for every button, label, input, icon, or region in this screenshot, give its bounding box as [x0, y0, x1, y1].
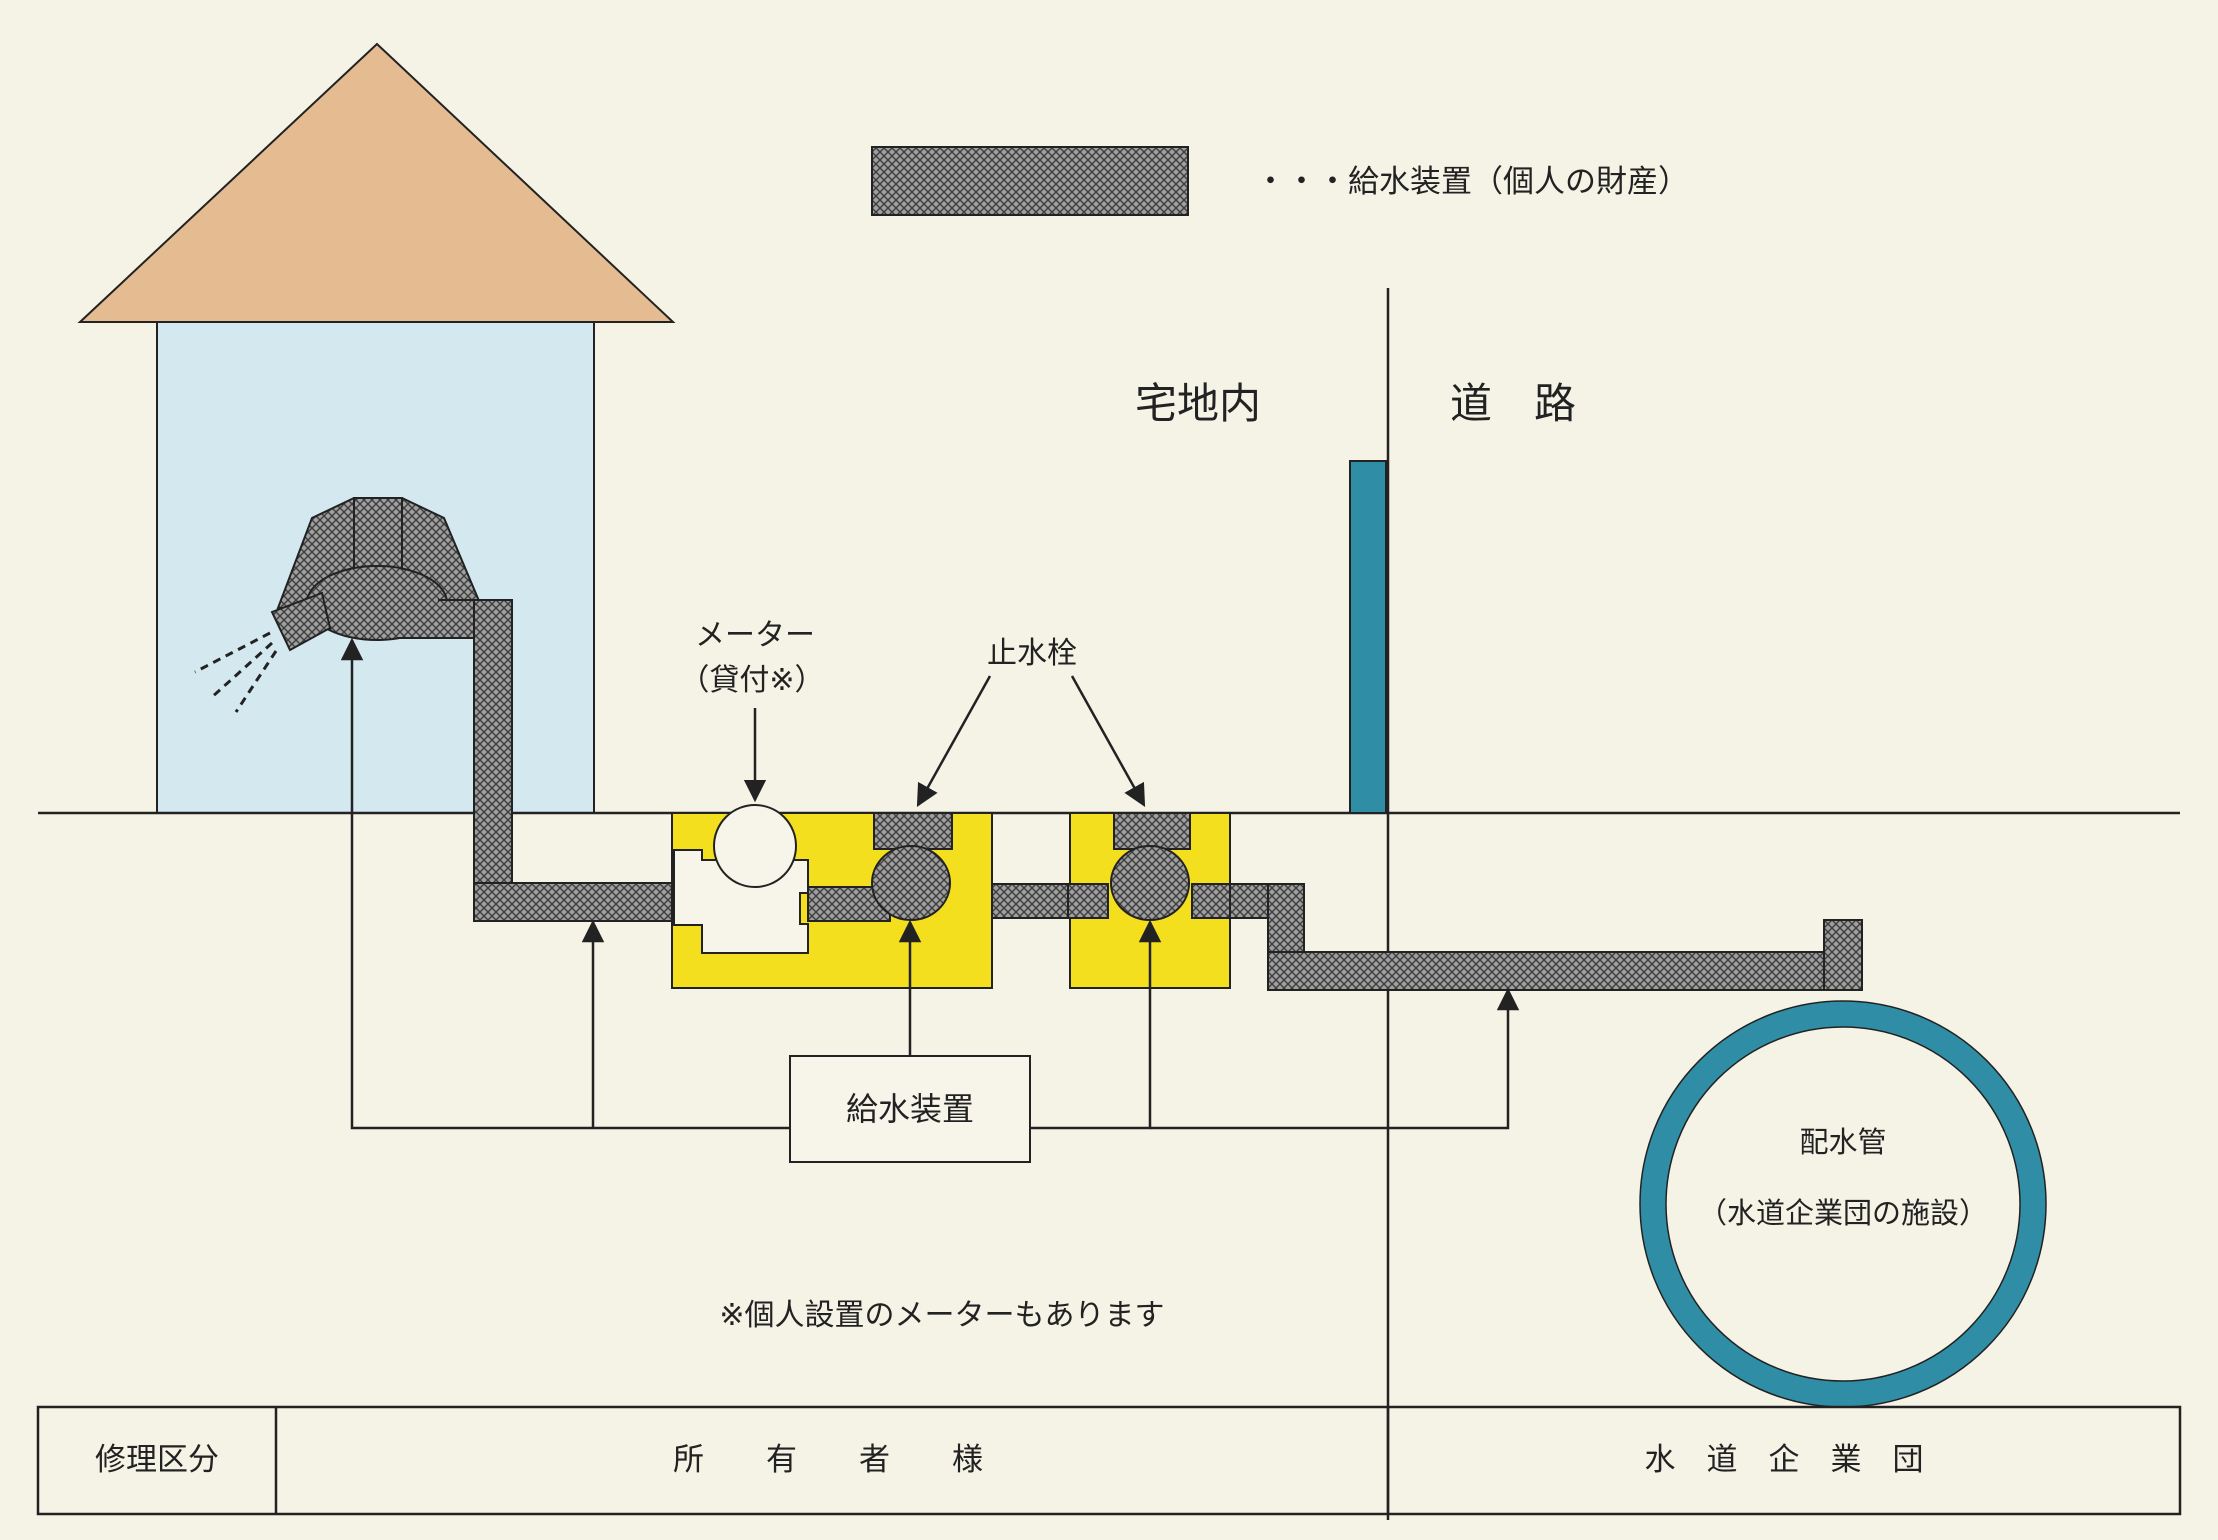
meter-label: メーター [695, 618, 815, 653]
stopcock-1-cap [873, 812, 953, 850]
distribution-main [1640, 1001, 2046, 1407]
supply-pipe [473, 599, 1863, 991]
stopcock-2 [1110, 845, 1190, 921]
meter-icon [713, 804, 797, 888]
supply-device-label: 給水装置 [846, 1090, 974, 1128]
stopcock-label: 止水栓 [987, 636, 1077, 671]
meter-loan-label: （貸付※） [679, 663, 824, 698]
house [77, 42, 676, 814]
boundary-post [1349, 460, 1387, 814]
meter-box [671, 804, 993, 989]
repair-header: 修理区分 [95, 1442, 219, 1478]
repair-table: 修理区分 所 有 者 様 水 道 企 業 団 [36, 1405, 2182, 1516]
main-facility-label: （水道企業団の施設） [1698, 1196, 1988, 1230]
zone-road-label: 道 路 [1450, 379, 1576, 428]
zone-private-label: 宅地内 [1135, 379, 1261, 428]
house-roof [77, 42, 676, 323]
supply-device-connectors [340, 637, 1520, 1130]
callout-arrows [743, 675, 1146, 807]
stopcock-1 [871, 845, 951, 921]
supply-device-box [789, 1055, 1031, 1163]
legend-swatch [871, 146, 1189, 216]
note-text: ※個人設置のメーターもあります [719, 1298, 1164, 1333]
repair-owner: 所 有 者 様 [673, 1442, 983, 1478]
legend-label: ・・・給水装置（個人の財産） [1255, 164, 1689, 200]
faucet-icon [194, 497, 513, 713]
stopcock-2-cap [1113, 812, 1191, 850]
main-label: 配水管 [1799, 1125, 1886, 1159]
distribution-main-outline-inner [1665, 1026, 2021, 1382]
repair-utility: 水 道 企 業 団 [1645, 1442, 1924, 1478]
